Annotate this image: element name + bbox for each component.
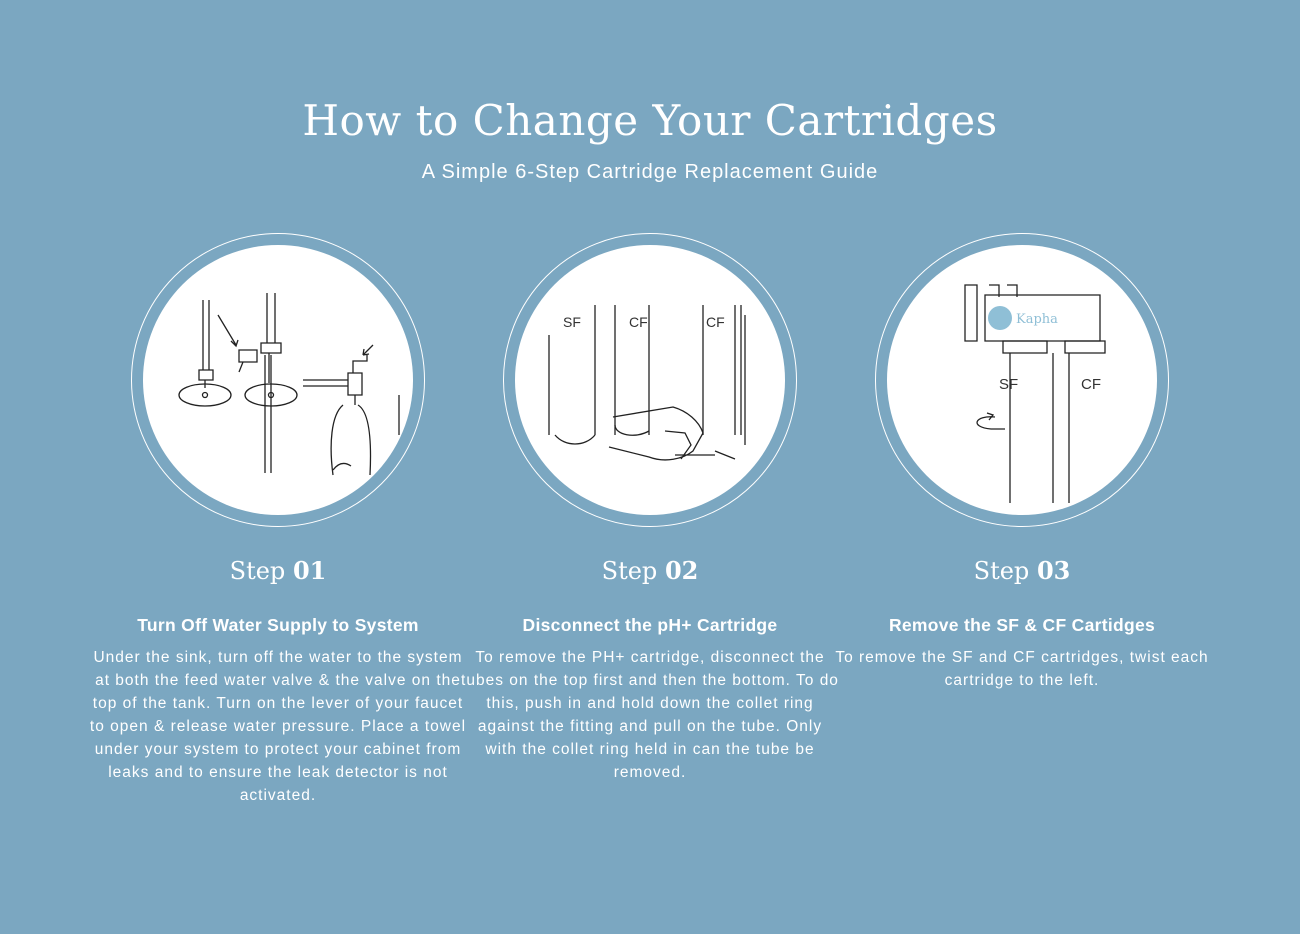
step-description: Under the sink, turn off the water to th… [89, 649, 467, 804]
svg-text:CF: CF [706, 314, 725, 330]
step-3: Kapha SF CF Step 03 Remove the SF & CF C… [835, 233, 1208, 692]
page-subtitle: A Simple 6-Step Cartridge Replacement Gu… [421, 161, 879, 183]
step-description: To remove the SF and CF cartridges, twis… [835, 649, 1209, 689]
disconnect-tube-icon: SF CF CF [548, 305, 746, 461]
twist-cartridge-icon: Kapha SF CF [964, 284, 1106, 503]
svg-text:CF: CF [1081, 376, 1101, 393]
illustration-ring: SF CF CF [503, 233, 797, 527]
svg-text:Kapha: Kapha [1016, 312, 1058, 327]
svg-text:SF: SF [563, 314, 581, 330]
svg-text:SF: SF [999, 376, 1018, 393]
step-label: Step 02 [601, 556, 699, 585]
step-heading: Disconnect the pH+ Cartridge [522, 615, 778, 635]
step-description: To remove the PH+ cartridge, disconnect … [461, 649, 839, 781]
step-label: Step 03 [973, 556, 1071, 585]
step-heading: Turn Off Water Supply to System [137, 615, 419, 635]
illustration-ring [131, 233, 425, 527]
svg-text:CF: CF [629, 314, 648, 330]
illustration-ring: Kapha SF CF [875, 233, 1169, 527]
page-title: How to Change Your Cartridges [302, 96, 998, 145]
step-1: Step 01 Turn Off Water Supply to System … [90, 233, 465, 807]
step-label: Step 01 [229, 556, 327, 585]
valves-icon [178, 293, 400, 476]
step-2: SF CF CF Step 02 Disconnect the pH+ Cart… [461, 233, 838, 784]
step-heading: Remove the SF & CF Cartidges [888, 615, 1156, 635]
